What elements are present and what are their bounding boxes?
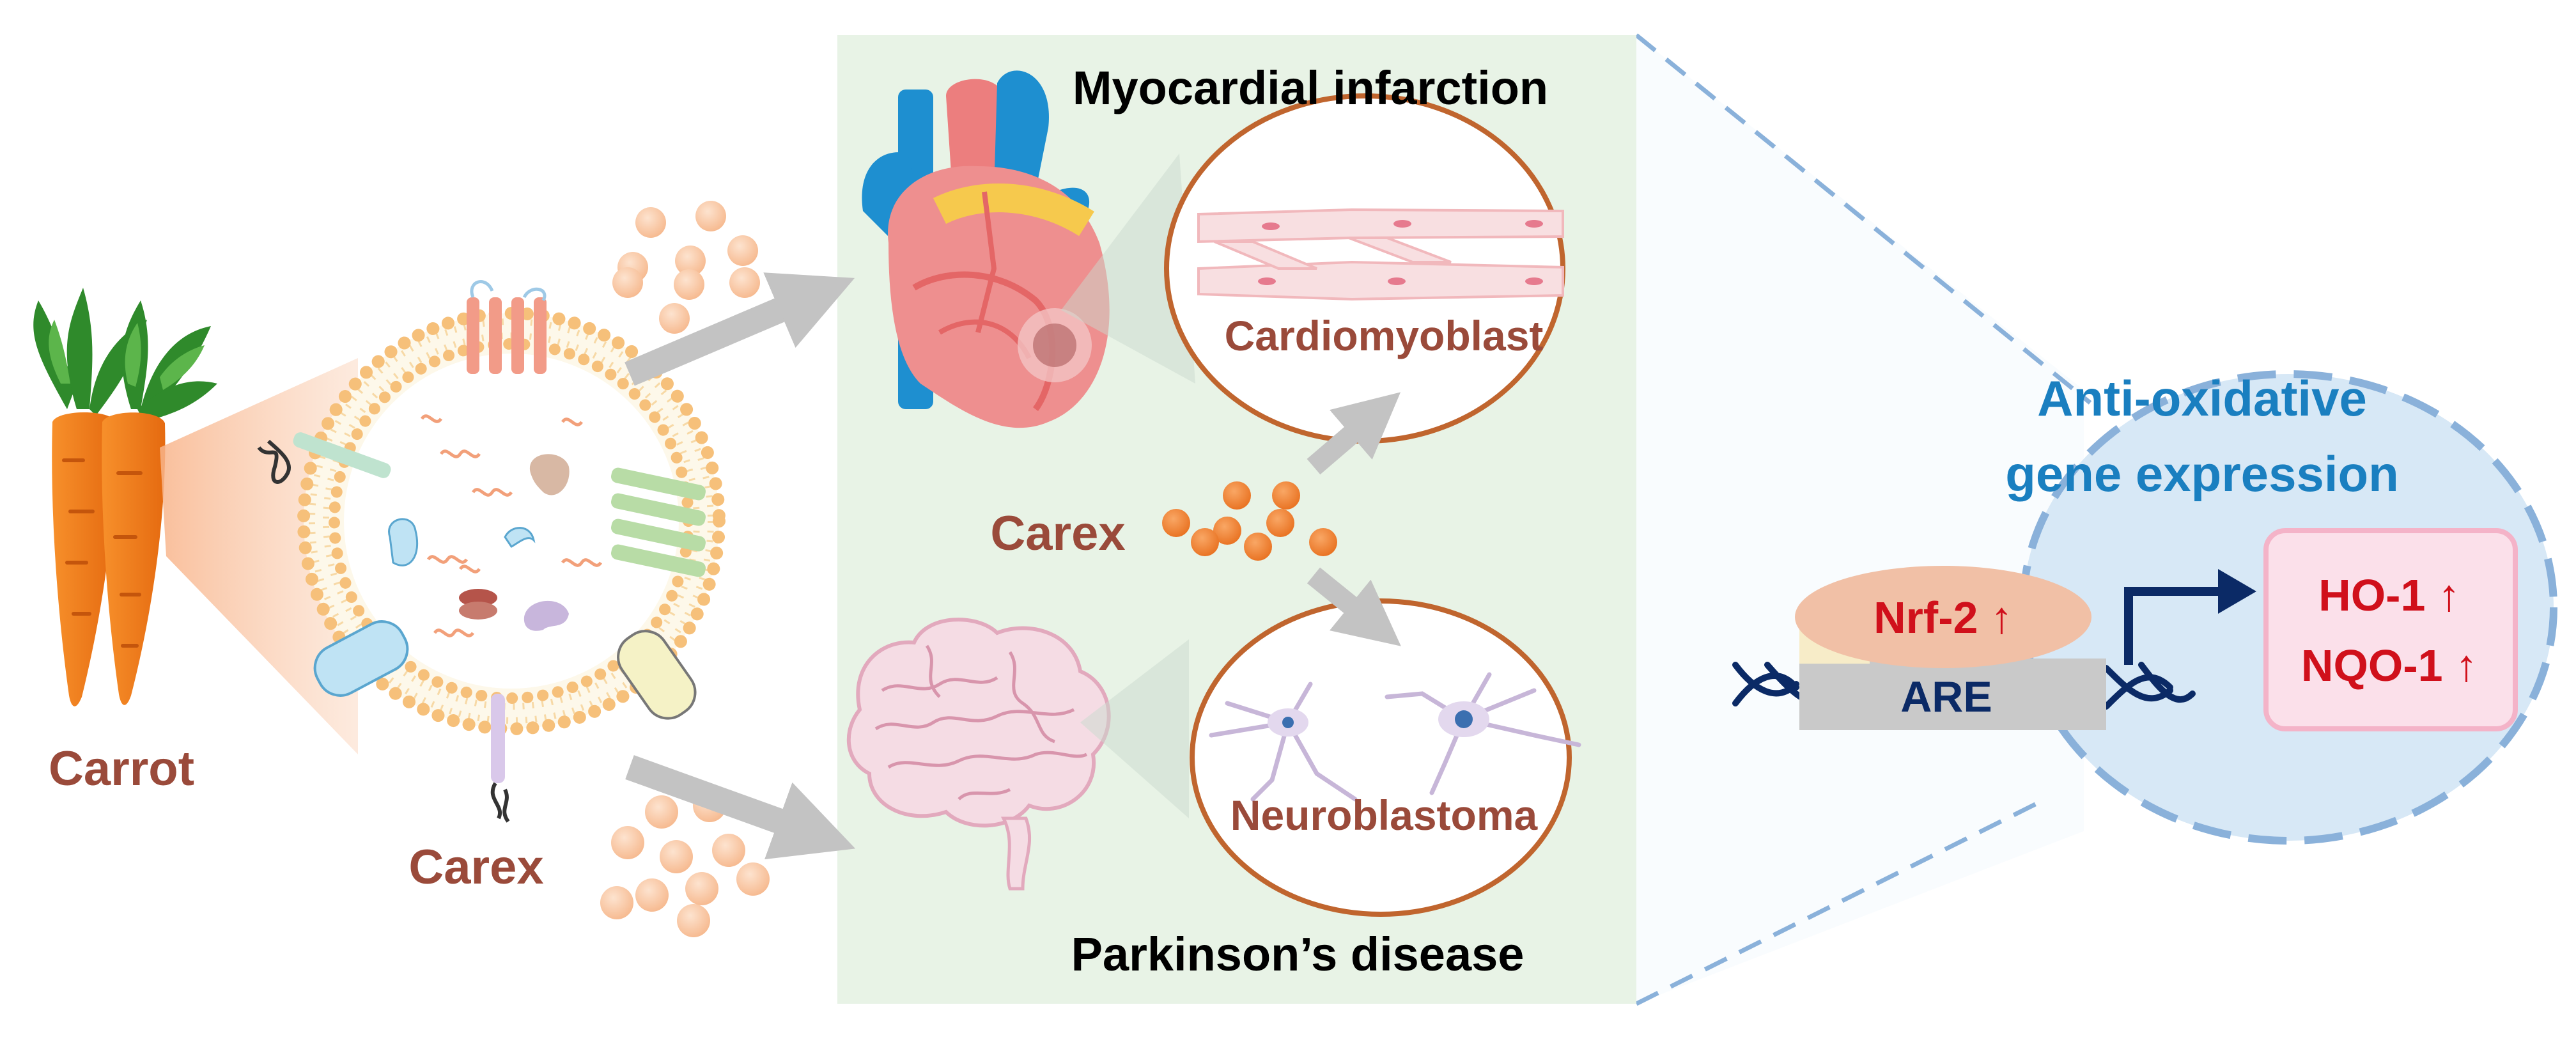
- flow-arrows: [625, 272, 856, 860]
- heart-icon: [862, 70, 1110, 428]
- zoom-cone-heart: [1061, 153, 1195, 384]
- carrot-label: Carrot: [49, 742, 194, 796]
- neuron-bodies: [1268, 701, 1489, 737]
- target-genes-box: [2263, 528, 2518, 731]
- cardiomyoblast-label: Cardiomyoblast: [1225, 312, 1544, 359]
- brain-icon: [846, 618, 1111, 891]
- vesicle-icon: [257, 280, 725, 823]
- neuroblastoma-label: Neuroblastoma: [1230, 791, 1539, 839]
- are-label: ARE: [1900, 673, 1992, 721]
- zoom-connector: [1634, 33, 2092, 1006]
- carex-label-left: Carex: [408, 840, 543, 894]
- particles-lower: [600, 789, 770, 937]
- anti-oxidative-title-line2: gene expression: [2005, 446, 2399, 502]
- anti-oxidative-title-line1: Anti-oxidative: [2037, 370, 2367, 426]
- neuroblastoma-view: [1190, 598, 1572, 917]
- carex-arrows: [1307, 392, 1401, 646]
- zoom-cone-brain: [1080, 639, 1189, 818]
- ho1-label: HO-1 ↑: [2318, 570, 2460, 620]
- muscle-cell-nuclei: [1258, 220, 1543, 285]
- muscle-cell-icon: [1197, 208, 1564, 301]
- myocardial-infarction-title: Myocardial infarction: [1073, 61, 1548, 114]
- promoter-arrow-icon: [2124, 569, 2256, 665]
- are-element: [1799, 659, 2106, 730]
- nrf2-ellipse: [1795, 566, 2091, 668]
- carex-label-center: Carex: [990, 506, 1125, 561]
- zoom-beam: [160, 358, 358, 754]
- parkinsons-disease-title: Parkinson’s disease: [1071, 928, 1525, 981]
- particles-upper: [612, 201, 760, 334]
- carrot-icon: [33, 288, 217, 706]
- carex-particles: [1162, 481, 1337, 561]
- nqo1-label: NQO-1 ↑: [2301, 641, 2478, 690]
- dna-icon: [1732, 662, 2196, 710]
- nrf2-label: Nrf-2 ↑: [1874, 593, 2013, 643]
